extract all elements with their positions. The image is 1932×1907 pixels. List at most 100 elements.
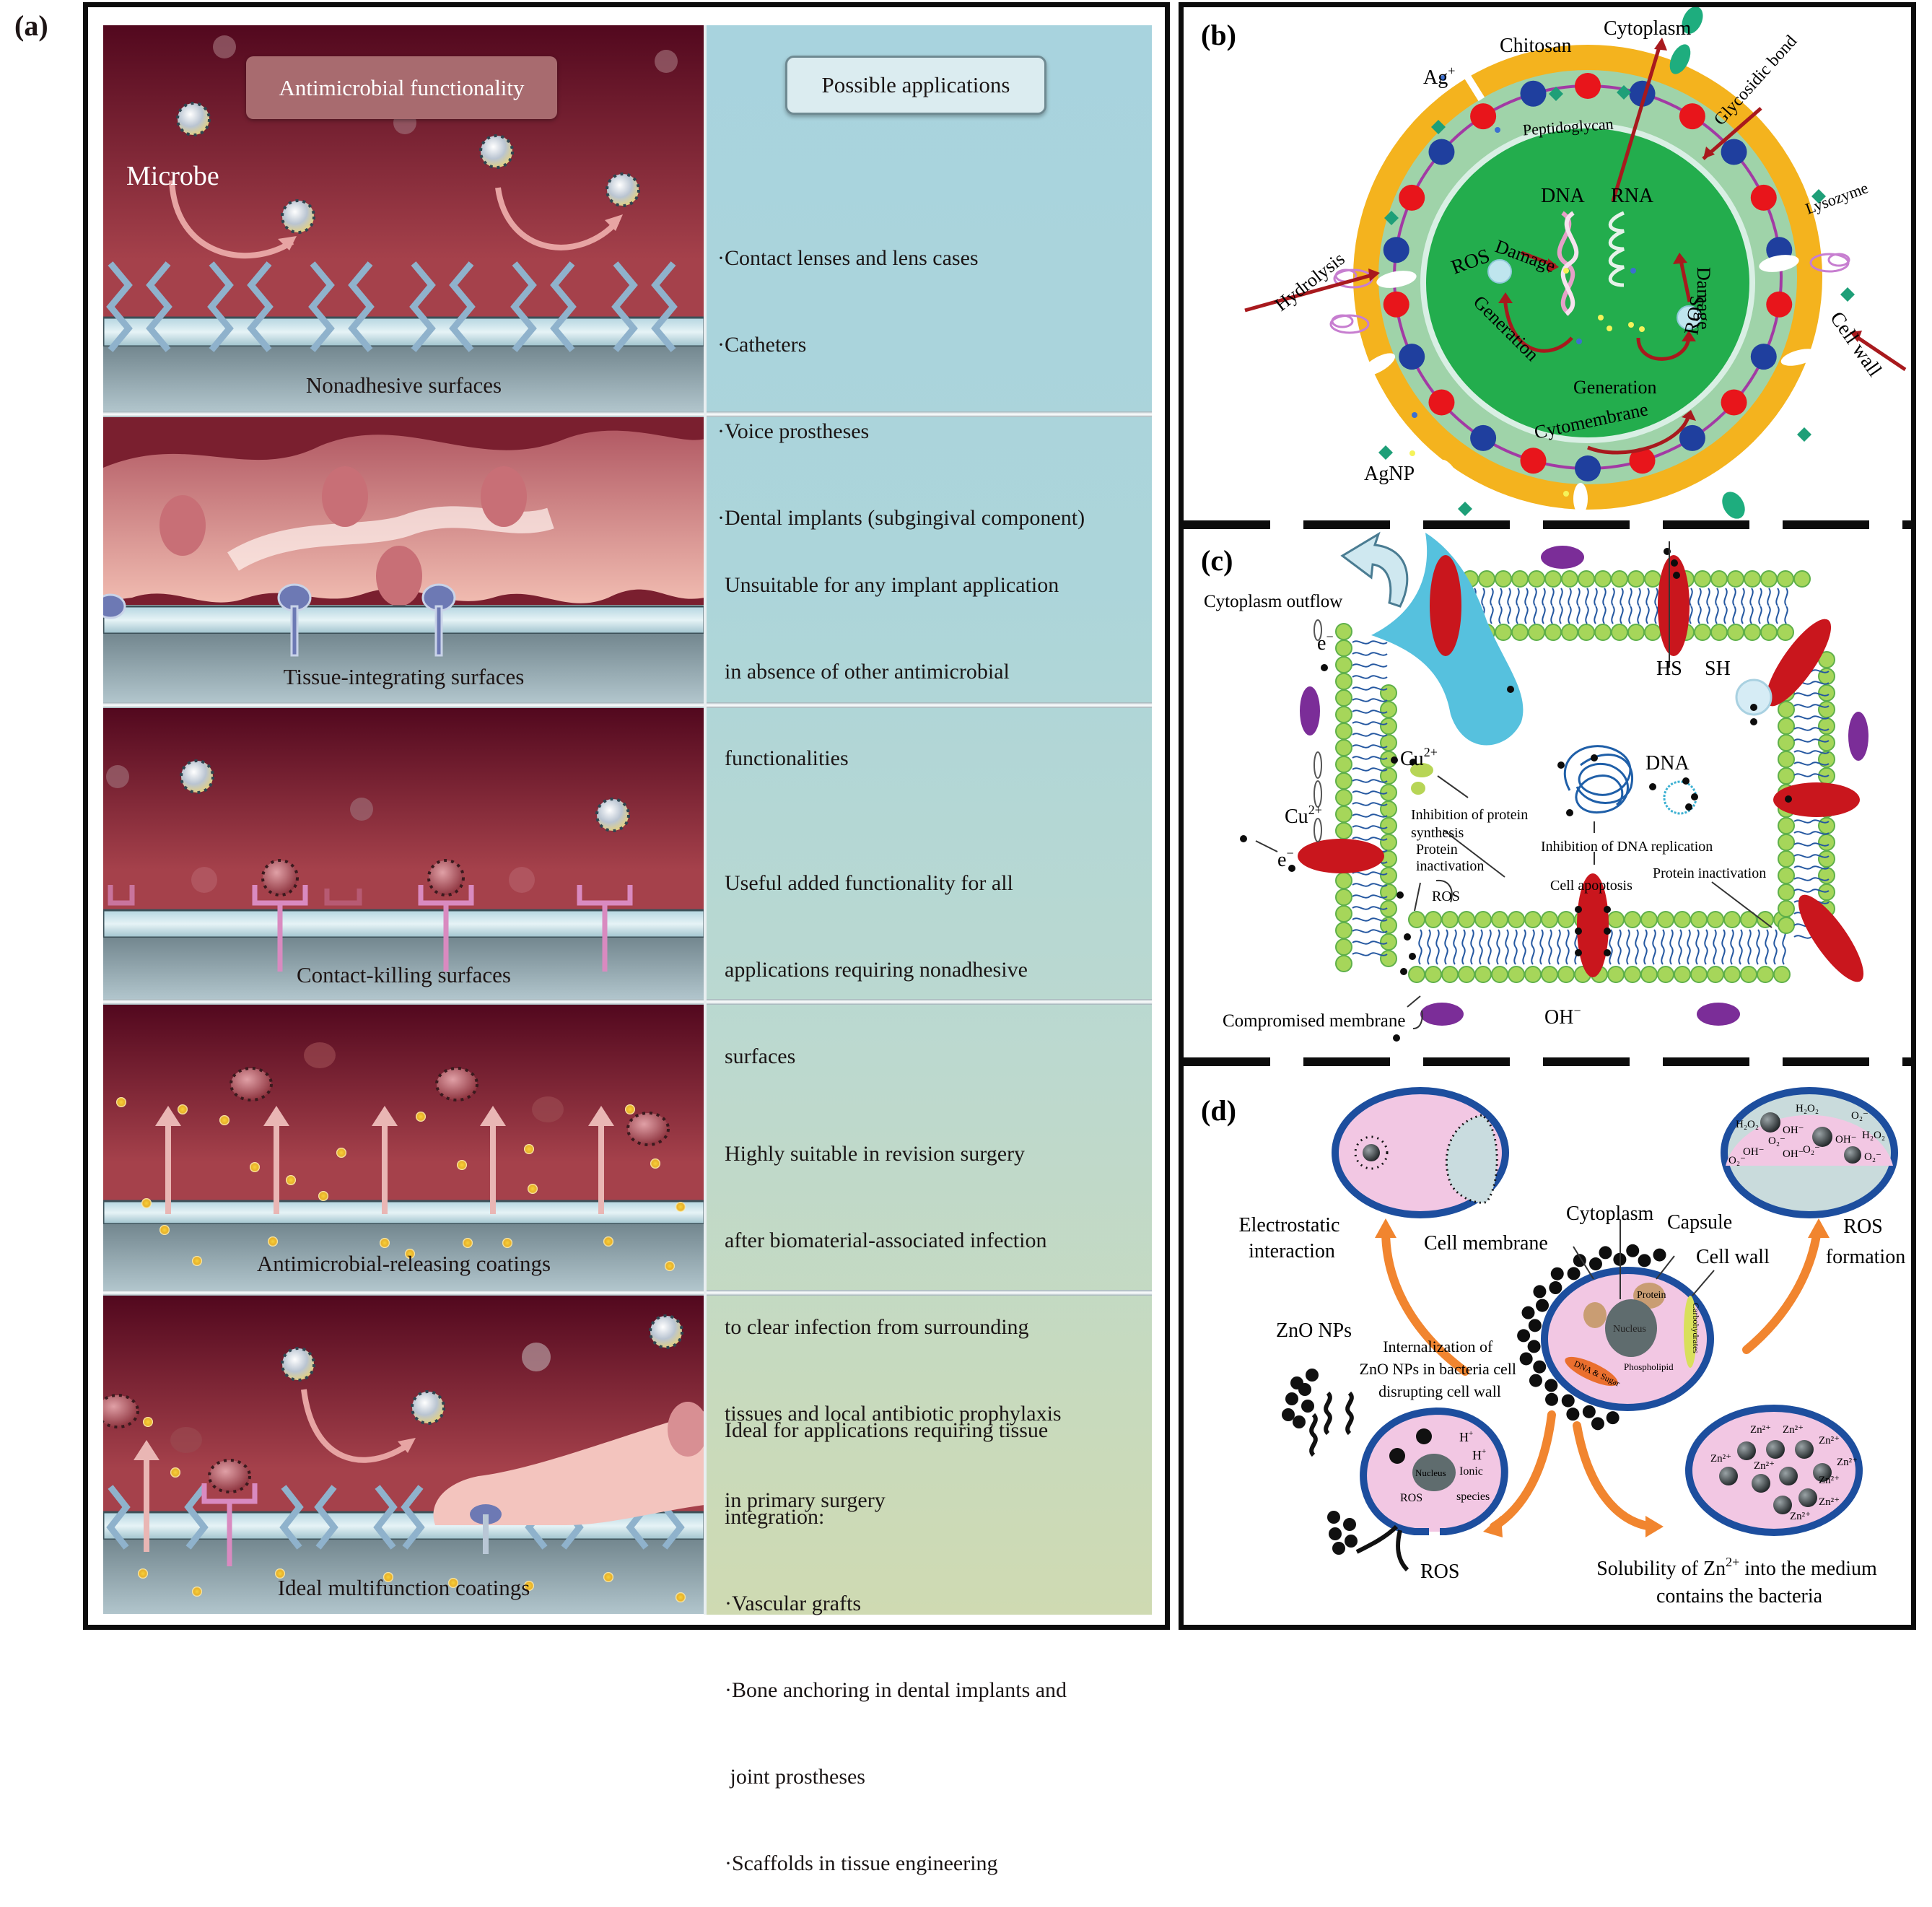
killed-microbes [230, 1042, 670, 1146]
protein-bead-red [1629, 448, 1656, 474]
lipid-tail [1784, 588, 1788, 606]
dash-segment [1663, 520, 1749, 529]
dash-segment [1303, 1057, 1390, 1066]
lipid-tail [1352, 779, 1388, 783]
zn-particle [1752, 1474, 1770, 1493]
cell-ros-formation: H₂O₂ H₂O₂ H₂O₂ OH⁻ OH⁻ OH⁻ OH⁻ O₂⁻ O₂⁻ O… [1721, 1087, 1898, 1218]
lipid-tail [1620, 588, 1624, 606]
lipid-head [1335, 772, 1352, 790]
lipid-tail [1498, 606, 1503, 624]
microbe [281, 1347, 315, 1382]
lipid-tail [1704, 929, 1708, 948]
label-oh-minus: OH⁻ [1783, 1125, 1804, 1136]
lipid-head [1508, 966, 1525, 983]
dash-segment [1423, 520, 1510, 529]
label-cell-membrane: Cell membrane [1424, 1232, 1548, 1254]
application-item: ·Catheters [717, 333, 807, 357]
lipid-tail [1715, 588, 1719, 606]
application-item: joint prostheses [725, 1765, 866, 1789]
lipid-head [1778, 751, 1795, 768]
lipid-tail [1645, 606, 1650, 624]
lipid-tail [1793, 715, 1830, 720]
lipid-tail [1496, 946, 1500, 965]
lipid-head [1511, 570, 1529, 588]
lipid-head [1818, 867, 1835, 884]
lipid-tail [1609, 929, 1613, 948]
lipid-tail [1706, 606, 1710, 624]
lipid-head [1335, 656, 1352, 673]
lipid-head [1778, 817, 1795, 834]
lipid-tail [1602, 606, 1607, 624]
lipid-head [1335, 756, 1352, 773]
dash-segment [1543, 520, 1630, 529]
cell-internalization: Nucleus Ionic species ROS H+ H+ [1360, 1407, 1508, 1535]
protein-bead-red [1679, 103, 1705, 130]
membrane-proteins-purple [1300, 546, 1868, 1026]
lipid-tail [1793, 727, 1830, 731]
zno-nanoparticle [1550, 1267, 1564, 1280]
applications-tissue-integrating: Unsuitable for any implant application i… [725, 513, 1059, 802]
surface-label-ideal-multifunction: Ideal multifunction coatings [277, 1575, 530, 1600]
label-compromised-membrane: Compromised membrane [1223, 1011, 1405, 1031]
label-ionic: Ionic [1459, 1465, 1483, 1478]
label-protein-inactivation-left: Protein inactivation [1416, 842, 1484, 874]
label-zn-ion: Zn²⁺ [1783, 1424, 1804, 1436]
lipid-head [1380, 817, 1397, 834]
lipid-tail [1352, 790, 1388, 795]
lipid-tail [1559, 588, 1563, 606]
lipid-head [1710, 624, 1728, 641]
lipid-tail [1479, 946, 1483, 965]
row-separator [103, 411, 1152, 417]
lipid-head [1335, 640, 1352, 657]
lipid-head [1778, 767, 1795, 785]
lipid-tail [1793, 889, 1830, 893]
lipid-head [1778, 917, 1795, 934]
lipid-tail [1793, 738, 1830, 743]
zno-nanoparticle [1529, 1374, 1542, 1387]
application-item: Ideal for applications requiring tissue [725, 1418, 1049, 1442]
nucleus [1605, 1299, 1657, 1357]
lipid-tail [1617, 946, 1622, 965]
lipid-tail [1435, 946, 1440, 965]
applications-ideal-multifunction: Ideal for applications requiring tissue … [725, 1358, 1067, 1907]
vesicle [1735, 678, 1773, 716]
lipid-tail [1643, 946, 1648, 965]
lipid-tail [1524, 588, 1529, 606]
lipid-tail [1654, 588, 1658, 606]
zn-nanoparticles: Zn²⁺Zn²⁺Zn²⁺Zn²⁺Zn²⁺Zn²⁺Zn²⁺Zn²⁺Zn²⁺ [1710, 1424, 1858, 1522]
cytoplasm-leak-blobs [1669, 7, 1745, 519]
lipid-tail [1687, 946, 1691, 965]
lipid-head [1335, 889, 1352, 906]
lipid-head [1561, 570, 1578, 588]
label-h-plus: H+ [1459, 1429, 1473, 1444]
lipid-tail [1550, 606, 1555, 624]
lipid-head [1694, 570, 1711, 588]
label-o2-minus: O₂⁻ [1864, 1151, 1881, 1163]
lipid-head [1335, 938, 1352, 956]
application-item: Highly suitable in revision surgery [725, 1142, 1026, 1166]
lipid-tail [1793, 877, 1830, 881]
ros-bubbles [1487, 259, 1701, 330]
lipid-tail [1585, 606, 1589, 624]
lipid-head [1640, 966, 1658, 983]
lipid-head [1773, 966, 1791, 983]
lipid-tail [1747, 946, 1752, 965]
lipid-tail [1687, 929, 1691, 948]
integrin-anchors [103, 583, 456, 657]
ag-ion-dots [1412, 75, 1636, 418]
lipid-head [1441, 966, 1459, 983]
lipid-tail [1730, 946, 1734, 965]
microbes [106, 759, 630, 832]
zno-nanoparticle [1588, 1257, 1602, 1271]
cell-wall-ring [1353, 45, 1822, 510]
agnp-dots [1409, 268, 1645, 497]
lipid-tail [1765, 946, 1769, 965]
lipid-tail [1507, 606, 1511, 624]
label-generation-bottom: Generation [1573, 377, 1657, 398]
zn-particle [1795, 1440, 1814, 1459]
lipid-tail [1496, 929, 1500, 948]
label-ros-formation: ROS formation [1826, 1216, 1905, 1268]
row-separator [103, 1290, 1152, 1296]
panels-bcd-frame [1179, 2, 1916, 1630]
label-rna: RNA [1611, 185, 1654, 207]
